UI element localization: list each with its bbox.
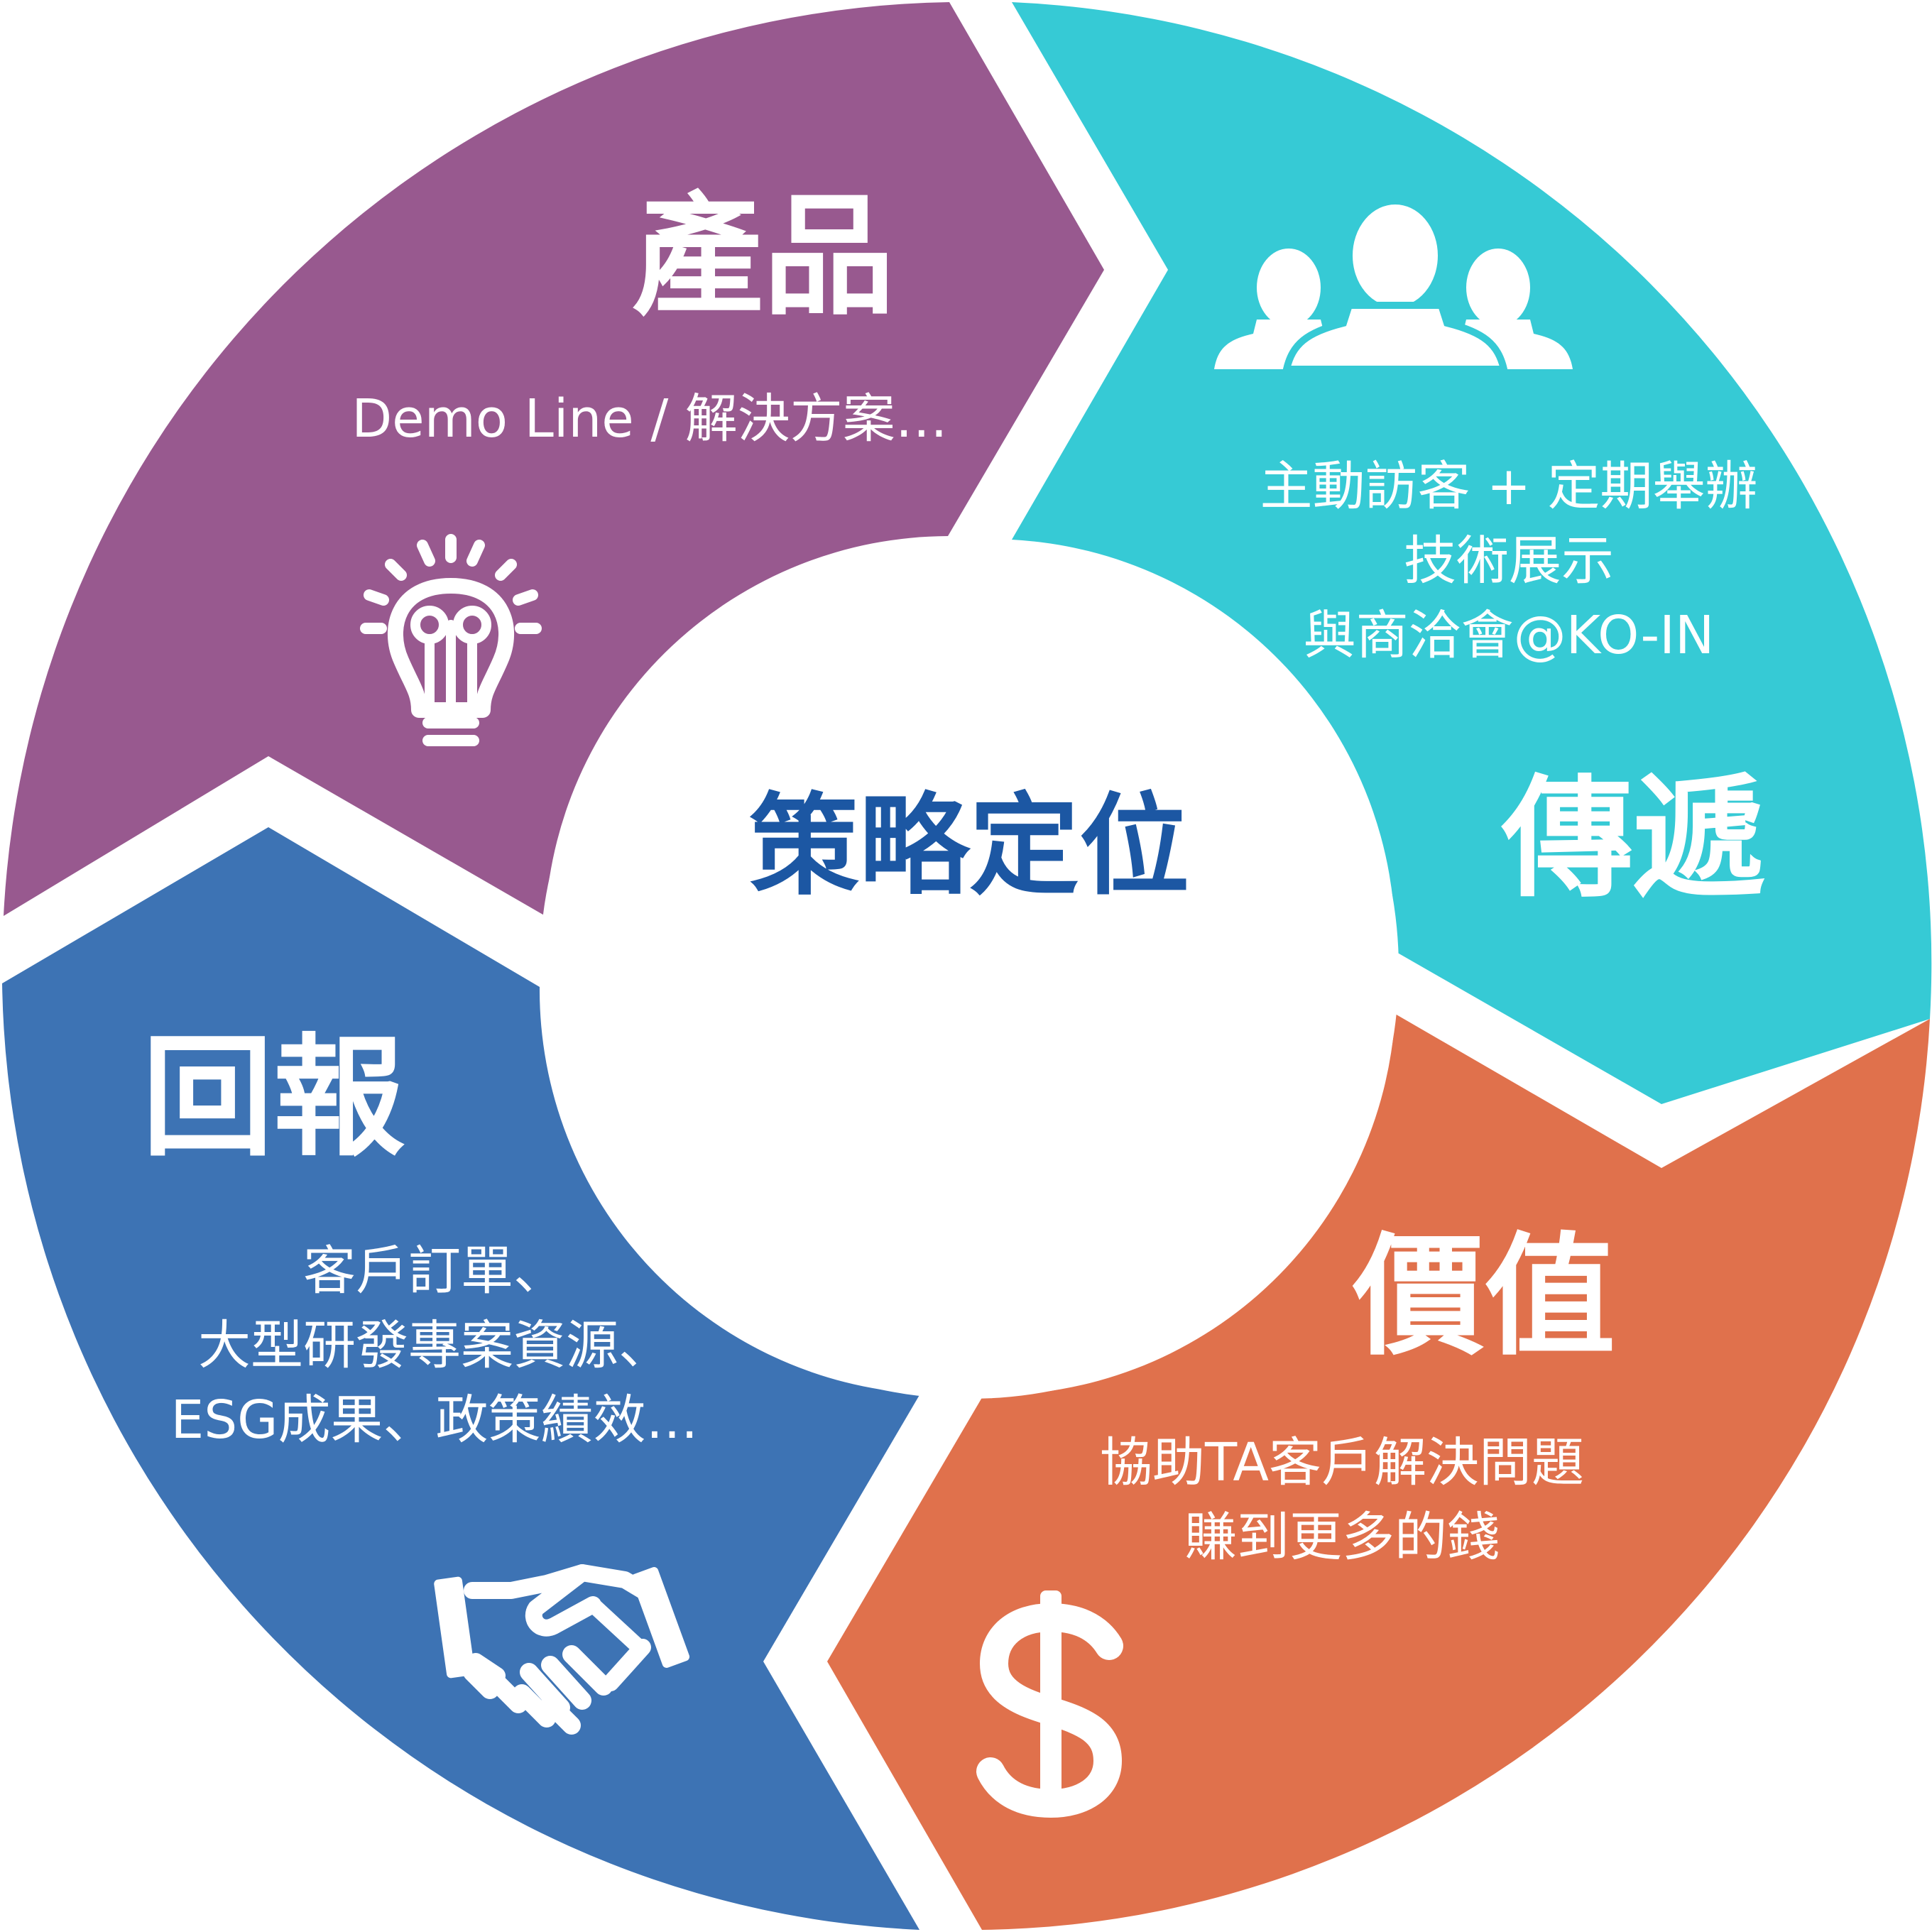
delivery-segment [1012, 2, 1932, 1104]
lightbulb-icon [360, 534, 542, 746]
value-title: 價值 [1352, 1220, 1615, 1373]
center-circle [540, 540, 1399, 1399]
dollar-icon [976, 1590, 1123, 1818]
return-line-3: ESG成果、政策績效… [170, 1390, 698, 1451]
delivery-line-1: 主動訪客 + 定期舉辦 [1260, 456, 1757, 517]
product-description: Demo Line / 解決方案… [351, 388, 948, 449]
product-segment [4, 2, 1104, 916]
value-line-1: 協助TA客戶解決問題 [1100, 1432, 1584, 1493]
center-subtitle-line-2: 且可持續循環的中立與多方 [697, 1035, 1242, 1087]
center-subtitle-line-3: 研發合作平台 [833, 1106, 1106, 1158]
product-title: 產品 [632, 180, 895, 333]
return-line-1: 客戶訂單、 [303, 1240, 566, 1301]
return-segment [2, 827, 920, 1930]
center-title: 策略定位 [749, 782, 1189, 910]
value-line-2: 賺到更多的錢 [1184, 1507, 1500, 1568]
return-title: 回報 [142, 1021, 405, 1174]
delivery-line-2: 技術展示 [1404, 530, 1614, 591]
handshake-icon [434, 1564, 690, 1735]
center-subtitle-line-1: 企業共研、商機共享、產業創新 [651, 964, 1287, 1016]
delivery-line-3: 與商洽會@KO-IN [1304, 605, 1715, 666]
value-segment [827, 1014, 1930, 1930]
return-line-2: 大型研發專案資源、 [198, 1315, 671, 1376]
people-icon [1214, 197, 1573, 373]
delivery-title: 傳遞 [1501, 762, 1765, 915]
